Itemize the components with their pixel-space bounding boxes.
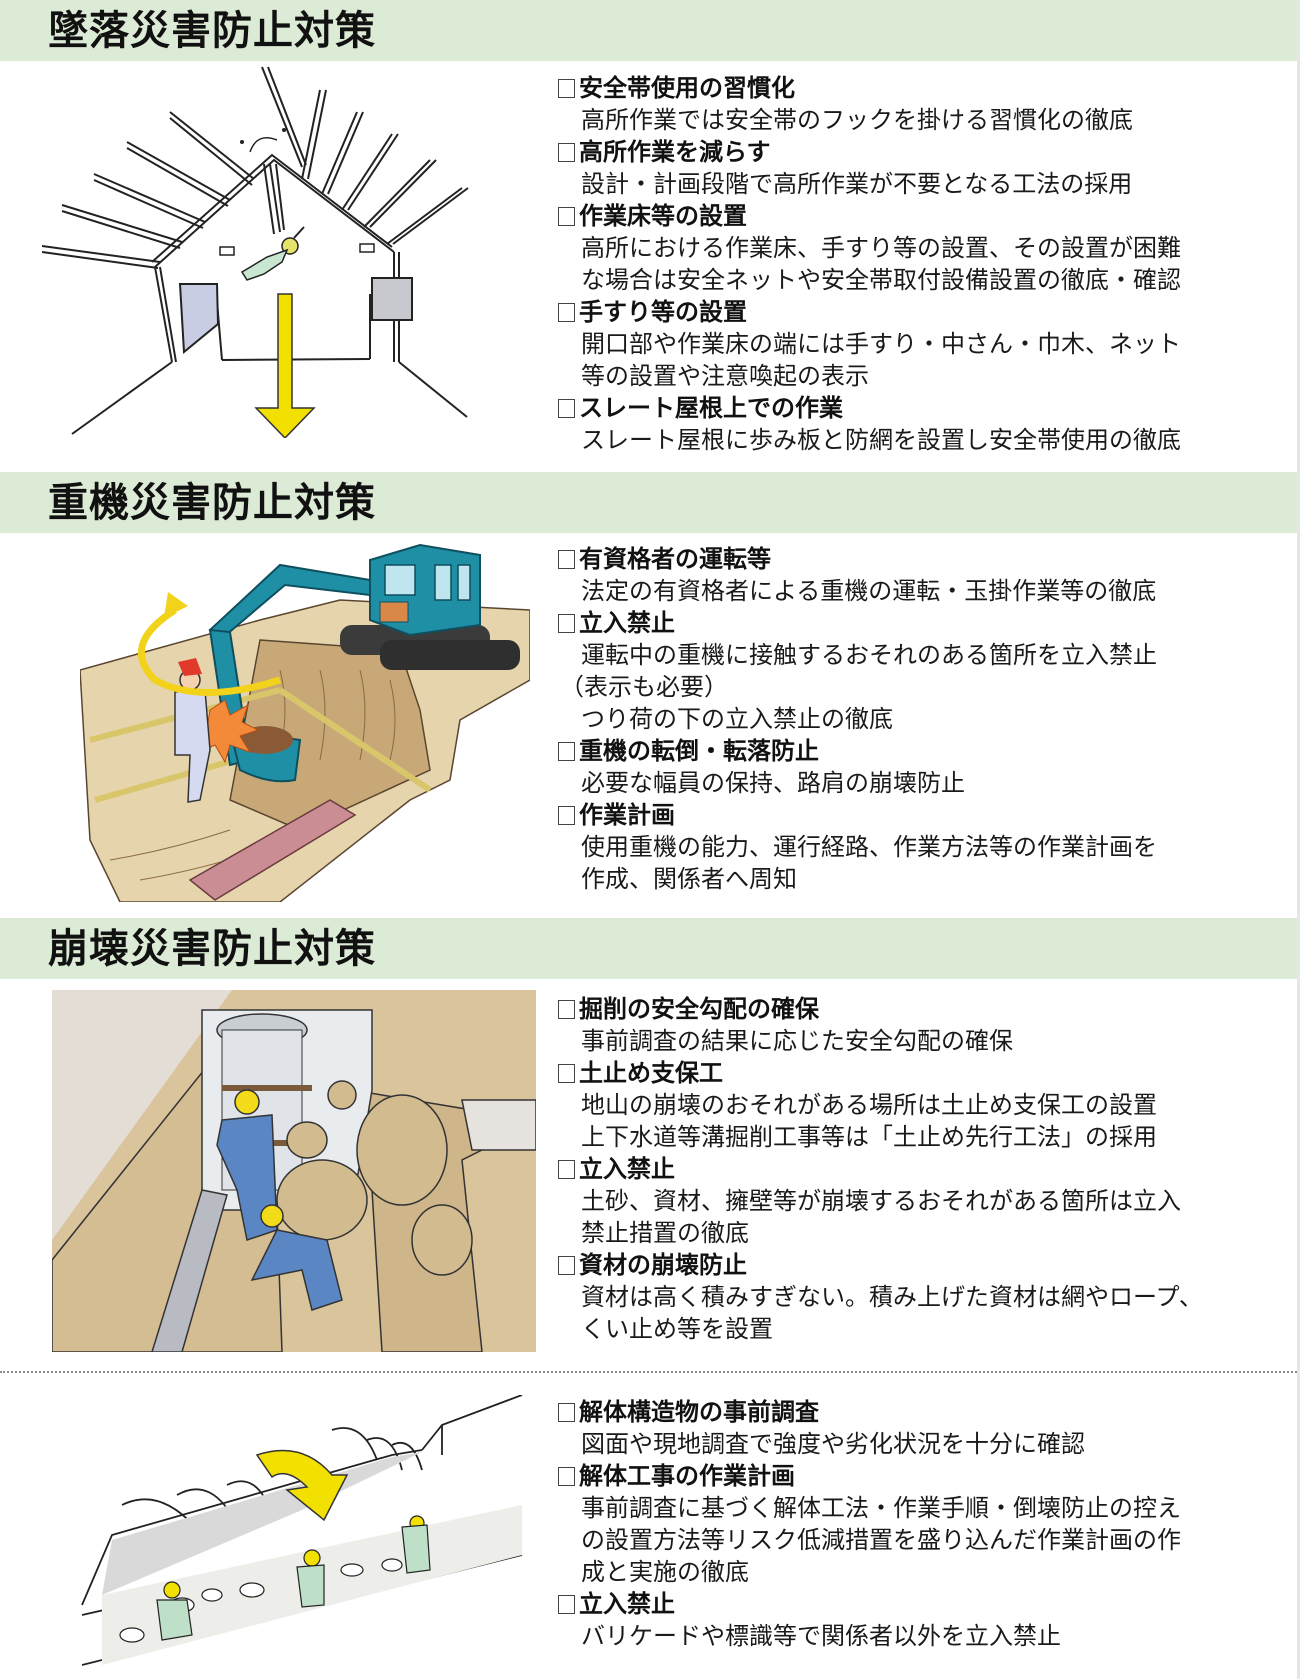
fall-prevention-items: 安全帯使用の習慣化 高所作業では安全帯のフックを掛ける習慣化の徹底 高所作業を減… bbox=[556, 72, 1276, 456]
item-text: 必要な幅員の保持、路肩の崩壊防止 bbox=[581, 769, 965, 797]
checkbox-icon bbox=[558, 1466, 575, 1486]
item-text: スレート屋根に歩み板と防網を設置し安全帯使用の徹底 bbox=[581, 426, 1181, 454]
item-text: 使用重機の能力、運行経路、作業方法等の作業計画を bbox=[581, 833, 1157, 861]
item-text: 開口部や作業床の端には手すり・中さん・巾木、ネット bbox=[581, 330, 1181, 358]
item-heading: 作業計画 bbox=[579, 800, 675, 829]
item-heading: 解体工事の作業計画 bbox=[579, 1461, 795, 1490]
item-text: つり荷の下の立入禁止の徹底 bbox=[581, 705, 893, 733]
checkbox-icon bbox=[558, 613, 575, 633]
item-heading: 立入禁止 bbox=[579, 608, 675, 637]
list-item: 立入禁止 バリケードや標識等で関係者以外を立入禁止 bbox=[556, 1588, 1276, 1652]
item-text: 運転中の重機に接触するおそれのある箇所を立入禁止 bbox=[581, 641, 1157, 669]
item-text: 土砂、資材、擁壁等が崩壊するおそれがある箇所は立入 bbox=[581, 1187, 1181, 1215]
demolition-items: 解体構造物の事前調査 図面や現地調査で強度や劣化状況を十分に確認 解体工事の作業… bbox=[556, 1396, 1276, 1652]
checkbox-icon bbox=[558, 206, 575, 226]
item-text: 法定の有資格者による重機の運転・玉掛作業等の徹底 bbox=[581, 577, 1157, 605]
checkbox-icon bbox=[558, 1594, 575, 1614]
item-text: 上下水道等溝掘削工事等は「土止め先行工法」の採用 bbox=[581, 1123, 1157, 1151]
checkbox-icon bbox=[558, 549, 575, 569]
list-item: 解体構造物の事前調査 図面や現地調査で強度や劣化状況を十分に確認 bbox=[556, 1396, 1276, 1460]
checkbox-icon bbox=[558, 398, 575, 418]
item-text: 成と実施の徹底 bbox=[581, 1558, 749, 1586]
item-text: 高所作業では安全帯のフックを掛ける習慣化の徹底 bbox=[581, 106, 1133, 134]
list-item: 立入禁止 運転中の重機に接触するおそれのある箇所を立入禁止 （表示も必要） つり… bbox=[556, 607, 1276, 735]
heavy-machinery-items: 有資格者の運転等 法定の有資格者による重機の運転・玉掛作業等の徹底 立入禁止 運… bbox=[556, 543, 1276, 895]
list-item: 掘削の安全勾配の確保 事前調査の結果に応じた安全勾配の確保 bbox=[556, 993, 1276, 1057]
section-header-heavy-machinery: 重機災害防止対策 bbox=[0, 472, 1297, 533]
collapse-prevention-items: 掘削の安全勾配の確保 事前調査の結果に応じた安全勾配の確保 土止め支保工 地山の… bbox=[556, 993, 1276, 1345]
item-heading: 資材の崩壊防止 bbox=[579, 1250, 747, 1279]
checkbox-icon bbox=[558, 302, 575, 322]
item-text: 高所における作業床、手すり等の設置、その設置が困難 bbox=[581, 234, 1181, 262]
section-title: 墜落災害防止対策 bbox=[48, 8, 376, 54]
item-heading: 作業床等の設置 bbox=[579, 201, 747, 230]
item-heading: スレート屋根上での作業 bbox=[579, 393, 843, 422]
item-text: 禁止措置の徹底 bbox=[581, 1219, 749, 1247]
item-heading: 有資格者の運転等 bbox=[579, 544, 771, 573]
item-heading: 重機の転倒・転落防止 bbox=[579, 736, 819, 765]
item-text: （表示も必要） bbox=[560, 673, 728, 701]
item-text: の設置方法等リスク低減措置を盛り込んだ作業計画の作 bbox=[581, 1526, 1181, 1554]
list-item: 立入禁止 土砂、資材、擁壁等が崩壊するおそれがある箇所は立入 禁止措置の徹底 bbox=[556, 1153, 1276, 1249]
item-text: 事前調査の結果に応じた安全勾配の確保 bbox=[581, 1027, 1013, 1055]
checkbox-icon bbox=[558, 142, 575, 162]
list-item: スレート屋根上での作業 スレート屋根に歩み板と防網を設置し安全帯使用の徹底 bbox=[556, 392, 1276, 456]
list-item: 安全帯使用の習慣化 高所作業では安全帯のフックを掛ける習慣化の徹底 bbox=[556, 72, 1276, 136]
checkbox-icon bbox=[558, 741, 575, 761]
list-item: 作業計画 使用重機の能力、運行経路、作業方法等の作業計画を 作成、関係者へ周知 bbox=[556, 799, 1276, 895]
item-heading: 立入禁止 bbox=[579, 1589, 675, 1618]
list-item: 重機の転倒・転落防止 必要な幅員の保持、路肩の崩壊防止 bbox=[556, 735, 1276, 799]
item-heading: 手すり等の設置 bbox=[579, 297, 747, 326]
checkbox-icon bbox=[558, 805, 575, 825]
list-item: 手すり等の設置 開口部や作業床の端には手すり・中さん・巾木、ネット 等の設置や注… bbox=[556, 296, 1276, 392]
item-text: 資材は高く積みすぎない。積み上げた資材は網やロープ、 bbox=[581, 1283, 1203, 1311]
checkbox-icon bbox=[558, 1402, 575, 1422]
item-text: 設計・計画段階で高所作業が不要となる工法の採用 bbox=[581, 170, 1133, 198]
item-text: 地山の崩壊のおそれがある場所は土止め支保工の設置 bbox=[581, 1091, 1157, 1119]
section-header-fall: 墜落災害防止対策 bbox=[0, 0, 1297, 61]
list-item: 高所作業を減らす 設計・計画段階で高所作業が不要となる工法の採用 bbox=[556, 136, 1276, 200]
item-heading: 立入禁止 bbox=[579, 1154, 675, 1183]
checkbox-icon bbox=[558, 1255, 575, 1275]
item-text: 作成、関係者へ周知 bbox=[581, 865, 797, 893]
checkbox-icon bbox=[558, 1159, 575, 1179]
item-text: くい止め等を設置 bbox=[581, 1315, 773, 1343]
item-text: 図面や現地調査で強度や劣化状況を十分に確認 bbox=[581, 1430, 1085, 1458]
list-item: 有資格者の運転等 法定の有資格者による重機の運転・玉掛作業等の徹底 bbox=[556, 543, 1276, 607]
item-heading: 解体構造物の事前調査 bbox=[579, 1397, 819, 1426]
checkbox-icon bbox=[558, 78, 575, 98]
item-heading: 掘削の安全勾配の確保 bbox=[579, 994, 819, 1023]
section-title: 重機災害防止対策 bbox=[48, 480, 376, 526]
list-item: 解体工事の作業計画 事前調査に基づく解体工法・作業手順・倒壊防止の控え の設置方… bbox=[556, 1460, 1276, 1588]
item-text: 事前調査に基づく解体工法・作業手順・倒壊防止の控え bbox=[581, 1494, 1181, 1522]
excavator-trench-accident-illustration bbox=[80, 540, 530, 902]
wall-demolition-illustration bbox=[62, 1395, 532, 1679]
item-heading: 高所作業を減らす bbox=[579, 137, 771, 166]
list-item: 資材の崩壊防止 資材は高く積みすぎない。積み上げた資材は網やロープ、 くい止め等… bbox=[556, 1249, 1276, 1345]
item-text: 等の設置や注意喚起の表示 bbox=[581, 362, 869, 390]
trench-collapse-illustration bbox=[52, 990, 536, 1352]
list-item: 作業床等の設置 高所における作業床、手すり等の設置、その設置が困難 な場合は安全… bbox=[556, 200, 1276, 296]
list-item: 土止め支保工 地山の崩壊のおそれがある場所は土止め支保工の設置 上下水道等溝掘削… bbox=[556, 1057, 1276, 1153]
item-heading: 土止め支保工 bbox=[579, 1058, 723, 1087]
item-heading: 安全帯使用の習慣化 bbox=[579, 73, 795, 102]
checkbox-icon bbox=[558, 999, 575, 1019]
dotted-divider bbox=[0, 1371, 1297, 1373]
checkbox-icon bbox=[558, 1063, 575, 1083]
item-text: な場合は安全ネットや安全帯取付設備設置の徹底・確認 bbox=[581, 266, 1181, 294]
section-title: 崩壊災害防止対策 bbox=[48, 926, 376, 972]
section-header-collapse: 崩壊災害防止対策 bbox=[0, 918, 1297, 979]
falling-through-roof-illustration bbox=[42, 62, 512, 438]
item-text: バリケードや標識等で関係者以外を立入禁止 bbox=[581, 1622, 1061, 1650]
